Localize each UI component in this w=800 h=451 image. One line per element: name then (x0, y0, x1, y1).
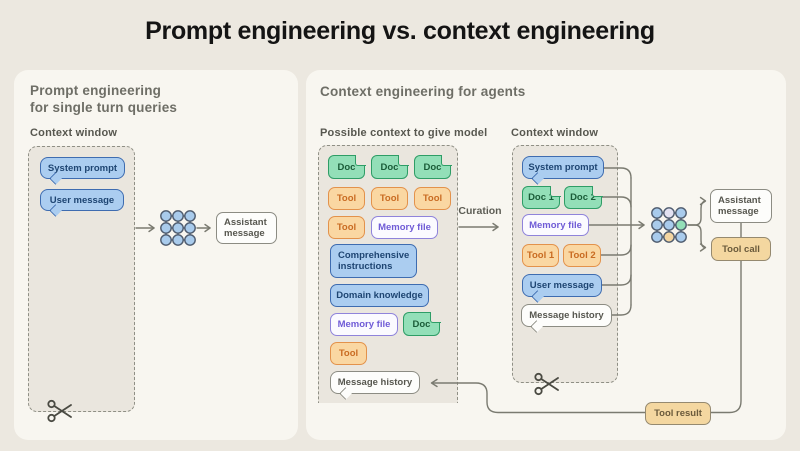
memory-file-box: Memory file (522, 214, 589, 236)
right-context-window-label: Context window (511, 127, 599, 139)
right-panel-heading: Context engineering for agents (320, 84, 526, 99)
comprehensive-line1: Comprehensive (338, 250, 410, 261)
tool-box: Tool (330, 342, 367, 365)
left-context-window-label: Context window (30, 127, 118, 139)
comprehensive-line2: instructions (338, 261, 393, 272)
assistant-message-line1: Assistant (224, 217, 267, 228)
doc-box: Doc (328, 154, 366, 179)
left-heading-line2: for single turn queries (30, 100, 178, 115)
assistant-message-line2: message (718, 206, 759, 217)
left-heading-line1: Prompt engineering (30, 83, 162, 98)
tool-box: Tool (414, 187, 451, 210)
possible-context-label: Possible context to give model (320, 127, 488, 139)
system-prompt-box: System prompt (40, 157, 125, 179)
tool-result-box: Tool result (645, 402, 711, 425)
memory-file-box: Memory file (330, 313, 398, 336)
doc-box: Doc (403, 311, 441, 336)
tool-box: Tool (328, 187, 365, 210)
assistant-message-box: Assistant message (216, 212, 277, 244)
left-context-window-box (28, 146, 135, 412)
tool-box: Tool (328, 216, 365, 239)
assistant-message-line2: message (224, 228, 265, 239)
curation-label: Curation (458, 205, 502, 217)
message-history-box: Message history (330, 371, 420, 394)
scissors-icon (47, 399, 72, 423)
user-message-box: User message (522, 274, 602, 297)
memory-file-box: Memory file (371, 216, 438, 239)
model-icon (651, 207, 687, 243)
left-panel-heading: Prompt engineering for single turn queri… (30, 82, 177, 116)
assistant-message-line1: Assistant (718, 195, 761, 206)
user-message-box: User message (40, 189, 124, 211)
domain-knowledge-box: Domain knowledge (330, 284, 429, 307)
model-icon (160, 210, 196, 246)
doc-box: Doc (371, 154, 409, 179)
tool-box: Tool (371, 187, 408, 210)
comprehensive-instructions-box: Comprehensive instructions (330, 244, 417, 278)
system-prompt-box: System prompt (522, 156, 604, 179)
page-title: Prompt engineering vs. context engineeri… (145, 17, 655, 45)
scissors-icon (534, 372, 559, 396)
tool1-box: Tool 1 (522, 244, 559, 267)
assistant-message-box: Assistant message (710, 189, 772, 223)
doc2-box: Doc 2 (564, 185, 603, 209)
doc-box: Doc (414, 154, 452, 179)
doc1-box: Doc 1 (522, 185, 561, 209)
message-history-box: Message history (521, 304, 612, 327)
tool2-box: Tool 2 (563, 244, 601, 267)
tool-call-box: Tool call (711, 237, 771, 261)
